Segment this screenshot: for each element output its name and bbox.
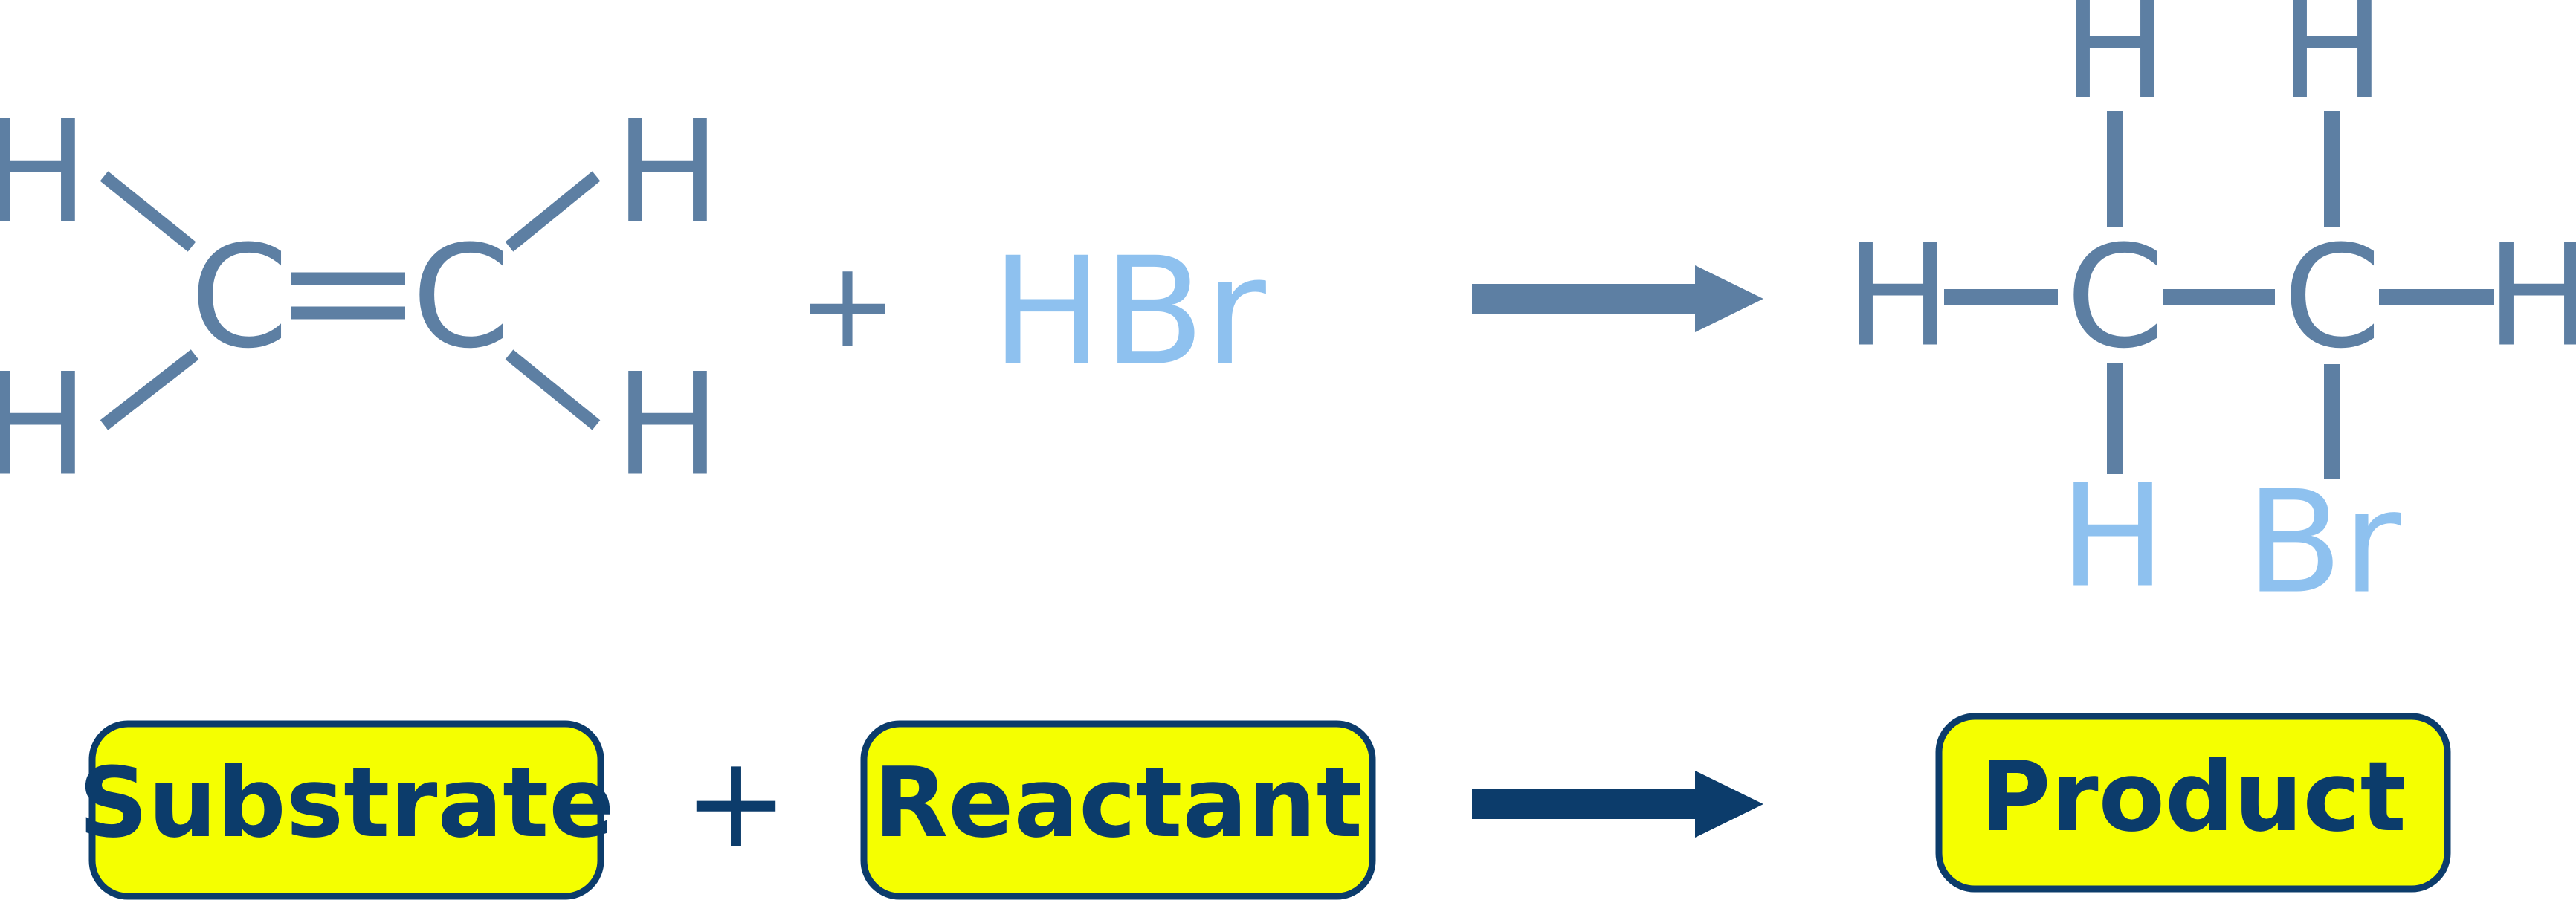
atom-hydrogen-bottom-right: H	[615, 343, 721, 508]
bond-ch-top-left	[100, 171, 196, 252]
arrow-shaft-top	[1472, 284, 1710, 314]
product-molecule: C C H H H H H Br	[1845, 0, 2576, 625]
arrow-head-bottom	[1695, 771, 1763, 838]
atom-carbon-right: C	[412, 216, 511, 380]
reactant-label: Reactant	[874, 746, 1363, 859]
atom-bromine-added: Br	[2246, 461, 2401, 625]
plus-sign-bottom: +	[683, 729, 789, 876]
reactant-hbr: HBr	[991, 226, 1267, 399]
bond-ch-top-right	[505, 171, 601, 252]
bond-ch-bottom-right	[505, 349, 601, 430]
atom-carbon-left: C	[2066, 216, 2165, 380]
reactant-box: Reactant	[860, 720, 1376, 900]
substrate-box-frame	[88, 720, 604, 900]
reactant-box-frame	[860, 720, 1376, 900]
product-box: Product	[1935, 713, 2451, 893]
product-box-frame	[1935, 713, 2451, 893]
atom-hydrogen-top-right: H	[2279, 0, 2386, 131]
atom-carbon-right: C	[2283, 216, 2382, 380]
atom-hydrogen-top-left: H	[2062, 0, 2169, 131]
bond-ch-bottom-left	[100, 349, 199, 430]
product-label: Product	[1980, 740, 2406, 853]
atom-hydrogen-left: H	[1845, 214, 1952, 378]
substrate-label: Substrate	[79, 746, 615, 859]
arrow-head-top	[1695, 265, 1763, 332]
atom-hydrogen-added: H	[2060, 455, 2166, 619]
atom-hydrogen-top-right: H	[615, 91, 721, 255]
substrate-box: Substrate	[79, 720, 615, 900]
atom-hydrogen-top-left: H	[0, 91, 88, 255]
atom-hydrogen-bottom-left: H	[0, 343, 88, 508]
arrow-shaft-bottom	[1472, 789, 1710, 819]
atom-carbon-left: C	[190, 216, 289, 380]
reaction-arrow-top	[1472, 265, 1763, 332]
substrate-molecule: C C H H H H	[0, 91, 720, 508]
reaction-arrow-bottom	[1472, 771, 1763, 838]
atom-hydrogen-right: H	[2486, 214, 2576, 378]
plus-sign-top: +	[798, 236, 897, 375]
